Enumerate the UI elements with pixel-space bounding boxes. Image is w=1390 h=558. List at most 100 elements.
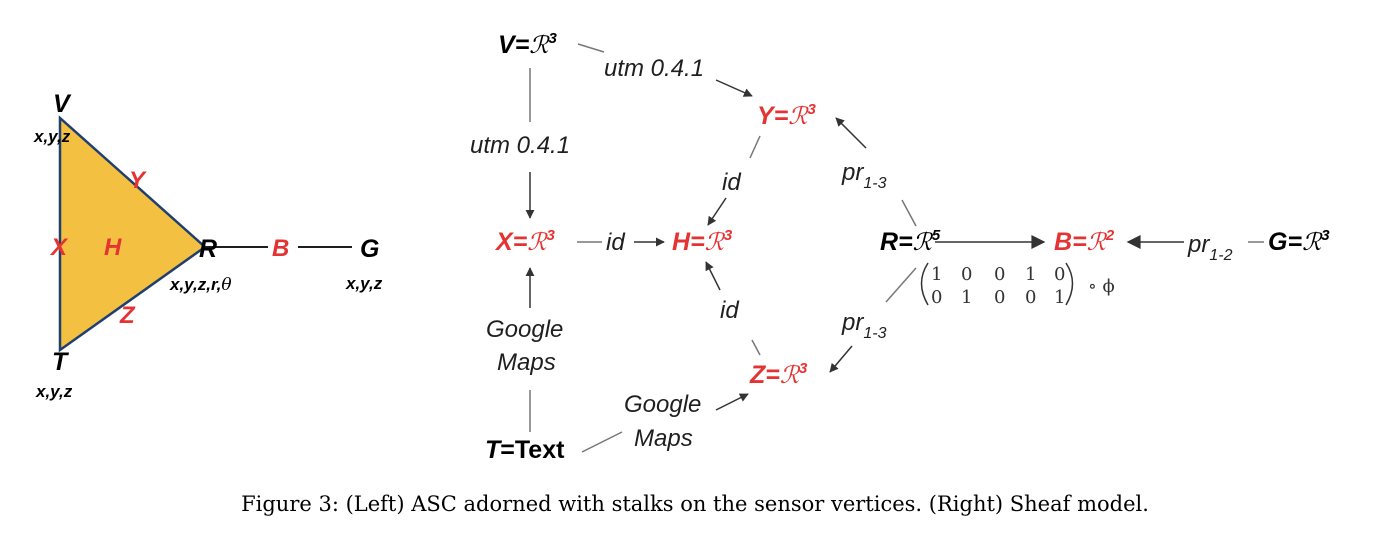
edge-r-z-segment-1 — [885, 267, 917, 303]
edge-label-pr-r-y: pr1-3 — [841, 159, 887, 192]
node-h-dim: 3 — [724, 227, 733, 244]
node-g-dim: 3 — [1321, 227, 1330, 244]
node-b-eq: = — [1072, 228, 1087, 256]
asc-stalk-v: x,y,z — [33, 127, 71, 146]
edge-label-pr-r-z: pr1-3 — [841, 309, 887, 342]
node-x-eq: = — [513, 228, 528, 256]
node-r-eq: = — [898, 228, 913, 256]
matrix-row-1-col-5: 0 — [1054, 264, 1065, 285]
matrix-left-paren — [920, 262, 929, 306]
node-t: T=Text — [485, 436, 565, 464]
node-x: X=ℛ3 — [494, 227, 555, 256]
edge-y-h-segment-1 — [749, 135, 761, 159]
matrix-row-1-col-3: 0 — [994, 264, 1005, 285]
edge-label-pr-g-b: pr1-2 — [1187, 231, 1233, 264]
asc-edge-b: B — [272, 235, 289, 262]
asc-edge-y: Y — [129, 167, 147, 194]
asc-edge-x: X — [49, 234, 69, 261]
pr-r-y-base: pr — [841, 159, 864, 186]
edge-r-z-arrow — [829, 345, 853, 373]
node-g-space: ℛ — [1302, 228, 1323, 256]
node-v-space: ℛ — [529, 31, 550, 59]
node-y-space: ℛ — [788, 102, 809, 130]
node-y-dim: 3 — [807, 101, 816, 118]
node-h-eq: = — [690, 228, 705, 256]
projection-matrix: 1 0 0 1 0 0 1 0 0 1 ∘ ϕ — [920, 262, 1115, 308]
pr-g-b-base: pr — [1187, 231, 1210, 258]
node-x-dim: 3 — [546, 227, 555, 244]
node-h-space: ℛ — [705, 228, 726, 256]
node-z-space: ℛ — [780, 361, 801, 389]
pr-g-b-sub: 1-2 — [1209, 247, 1232, 264]
node-v-name: V — [498, 31, 517, 59]
matrix-right-paren — [1065, 262, 1074, 306]
matrix-row-1-col-2: 0 — [961, 264, 972, 285]
pr-r-y-sub: 1-3 — [863, 175, 886, 192]
asc-stalk-t: x,y,z — [35, 382, 73, 401]
edge-label-google-maps-bottom-2: Maps — [634, 425, 693, 452]
node-x-space: ℛ — [527, 228, 548, 256]
matrix-compose-phi: ∘ ϕ — [1088, 276, 1115, 297]
node-z-name: Z — [749, 361, 767, 389]
edge-t-z-arrow — [715, 393, 749, 411]
node-b: B=ℛ2 — [1054, 227, 1115, 256]
matrix-row-2-col-5: 1 — [1054, 287, 1065, 308]
asc-triangle-face — [58, 115, 208, 353]
edge-r-y-segment-1 — [901, 199, 917, 227]
node-h: H=ℛ3 — [672, 227, 733, 256]
node-t-eq: = — [500, 436, 515, 464]
edge-z-h-arrow — [705, 261, 721, 291]
edge-label-id-x-h: id — [606, 229, 625, 256]
pr-r-z-sub: 1-3 — [863, 325, 886, 342]
node-v-dim: 3 — [548, 30, 557, 47]
edge-label-id-y-h: id — [722, 169, 741, 196]
node-x-name: X — [494, 228, 514, 256]
asc-panel: V x,y,z Y X H Z R x,y,z,r,θ B G x,y,z T … — [33, 90, 383, 401]
asc-edge-b-bg — [268, 232, 298, 260]
edge-label-google-maps-left-1: Google — [486, 316, 563, 343]
figure-3: V x,y,z Y X H Z R x,y,z,r,θ B G x,y,z T … — [33, 30, 1330, 464]
node-v-eq: = — [515, 31, 530, 59]
matrix-row-2-col-4: 0 — [1025, 287, 1036, 308]
edge-label-id-z-h: id — [720, 297, 739, 324]
edge-label-utm-top: utm 0.4.1 — [604, 55, 704, 82]
asc-vertex-r: R — [199, 235, 217, 263]
edge-z-h-segment-1 — [751, 339, 761, 356]
node-b-space: ℛ — [1087, 228, 1108, 256]
node-b-name: B — [1054, 228, 1072, 256]
node-z: Z=ℛ3 — [749, 360, 808, 389]
edge-label-google-maps-left-2: Maps — [497, 349, 556, 376]
matrix-row-2-col-2: 1 — [961, 287, 972, 308]
node-y-eq: = — [774, 102, 789, 130]
node-v: V=ℛ3 — [498, 30, 557, 59]
asc-vertex-g: G — [360, 235, 379, 263]
edge-t-z-segment-1 — [581, 431, 623, 453]
node-r-space: ℛ — [913, 228, 934, 256]
asc-stalk-r-prefix: x,y,z,r, — [169, 275, 221, 294]
asc-stalk-g: x,y,z — [345, 274, 383, 293]
matrix-row-1-col-4: 1 — [1025, 264, 1036, 285]
matrix-row-2-col-1: 0 — [931, 287, 942, 308]
asc-edge-z: Z — [119, 302, 136, 329]
asc-vertex-v: V — [53, 90, 72, 118]
edge-label-google-maps-bottom-1: Google — [624, 391, 701, 418]
node-b-dim: 2 — [1105, 227, 1115, 244]
edge-v-y-arrow — [715, 79, 753, 97]
node-y: Y=ℛ3 — [757, 101, 816, 130]
asc-face-h: H — [104, 234, 122, 261]
edge-v-y-segment-1 — [577, 43, 605, 53]
node-h-name: H — [672, 228, 691, 256]
node-z-dim: 3 — [799, 360, 808, 377]
figure-caption: Figure 3: (Left) ASC adorned with stalks… — [241, 492, 1149, 516]
asc-vertex-t: T — [52, 348, 70, 376]
matrix-row-2-col-3: 0 — [994, 287, 1005, 308]
edge-r-y-arrow — [835, 117, 867, 149]
sheaf-panel: utm 0.4.1 utm 0.4.1 id id id pr1-3 pr1-3… — [470, 30, 1330, 464]
node-r-name: R — [880, 228, 898, 256]
node-t-value: Text — [515, 436, 565, 464]
node-t-name: T — [485, 436, 503, 464]
edge-label-utm-left: utm 0.4.1 — [470, 132, 570, 159]
node-g: G=ℛ3 — [1268, 227, 1330, 256]
matrix-row-1-col-1: 1 — [931, 264, 942, 285]
node-g-name: G — [1268, 228, 1287, 256]
